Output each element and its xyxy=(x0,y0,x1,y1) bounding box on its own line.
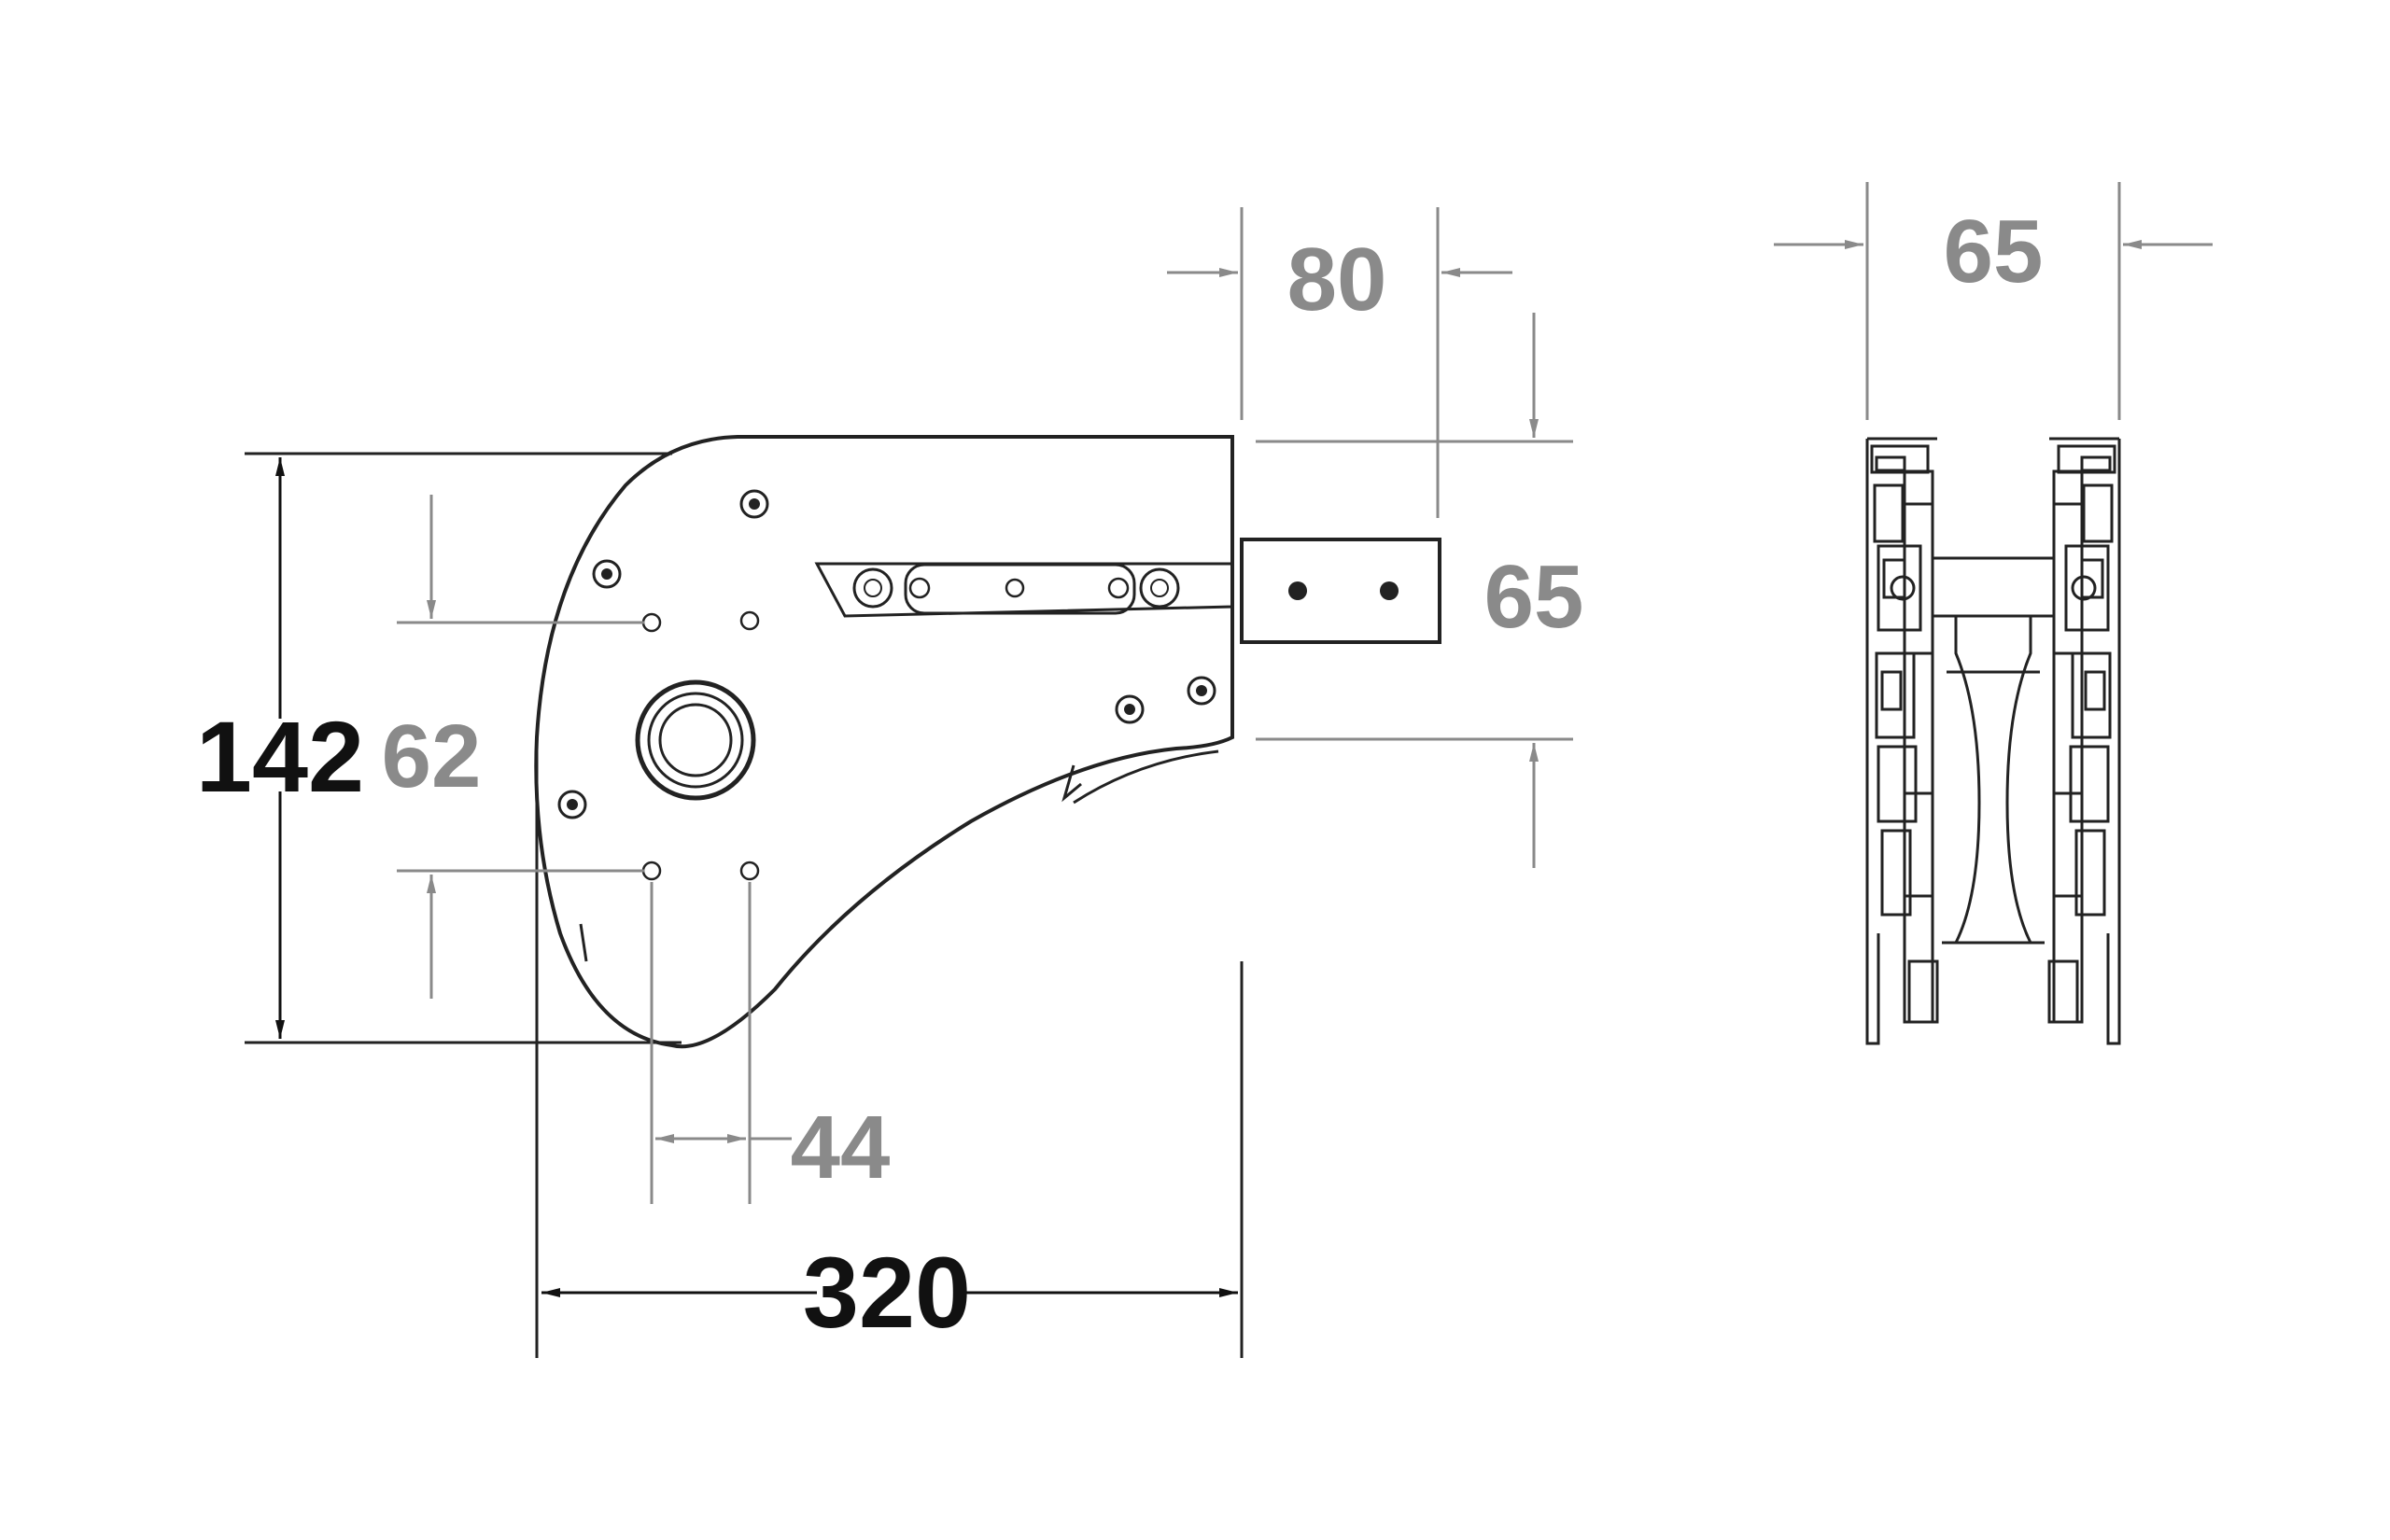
slot-hole xyxy=(1107,577,1130,599)
dim-142: 142 xyxy=(196,452,682,1044)
mounting-holes xyxy=(641,610,760,881)
slot-bolt-inner xyxy=(864,579,882,597)
overall-length-label: 320 xyxy=(803,1236,971,1349)
dim-65-rail: 65 xyxy=(1256,313,1583,868)
dim-62: 62 xyxy=(382,495,644,999)
rail-hole xyxy=(1380,581,1399,600)
side-view: 142 320 62 44 xyxy=(196,207,1583,1358)
rail-extension-length-label: 80 xyxy=(1287,230,1387,329)
screw xyxy=(1115,694,1145,724)
bracket-outline xyxy=(534,435,1234,1049)
rail-hole xyxy=(1288,581,1307,600)
dim-320: 320 xyxy=(535,747,1244,1358)
screw xyxy=(592,559,622,589)
dim-80: 80 xyxy=(1167,207,1512,518)
central-bearing xyxy=(635,679,756,801)
screw xyxy=(1187,676,1216,706)
slot-plate xyxy=(904,563,1136,615)
dim-65-width xyxy=(1774,182,2213,420)
slot-hole xyxy=(1005,578,1025,598)
rail-height-label: 65 xyxy=(1484,547,1584,647)
end-view: 65 xyxy=(1774,182,2213,1045)
slot-assembly xyxy=(814,562,1234,618)
lip-line xyxy=(1073,749,1219,805)
end-view-width-label: 65 xyxy=(1944,202,2044,301)
dim-44: 44 xyxy=(650,882,891,1204)
screws xyxy=(557,489,1216,819)
slot-bolt xyxy=(1139,567,1180,609)
end-outline-right xyxy=(2106,439,2121,1045)
end-outline-left xyxy=(1865,439,1880,1045)
lip-notch xyxy=(1061,764,1082,803)
overall-height-label: 142 xyxy=(196,700,364,813)
hole-horizontal-spacing-label: 44 xyxy=(791,1098,891,1197)
screw xyxy=(739,489,769,519)
central-pulley xyxy=(1953,614,2033,945)
central-axle xyxy=(1931,556,2056,618)
slot-bolt xyxy=(852,567,893,609)
slot-bolt-inner xyxy=(1150,579,1169,597)
edge-tick xyxy=(579,923,588,962)
screw xyxy=(557,790,587,819)
slot-hole xyxy=(908,577,931,599)
rail-extension xyxy=(1240,538,1441,644)
hole-vertical-spacing-label: 62 xyxy=(382,707,482,806)
